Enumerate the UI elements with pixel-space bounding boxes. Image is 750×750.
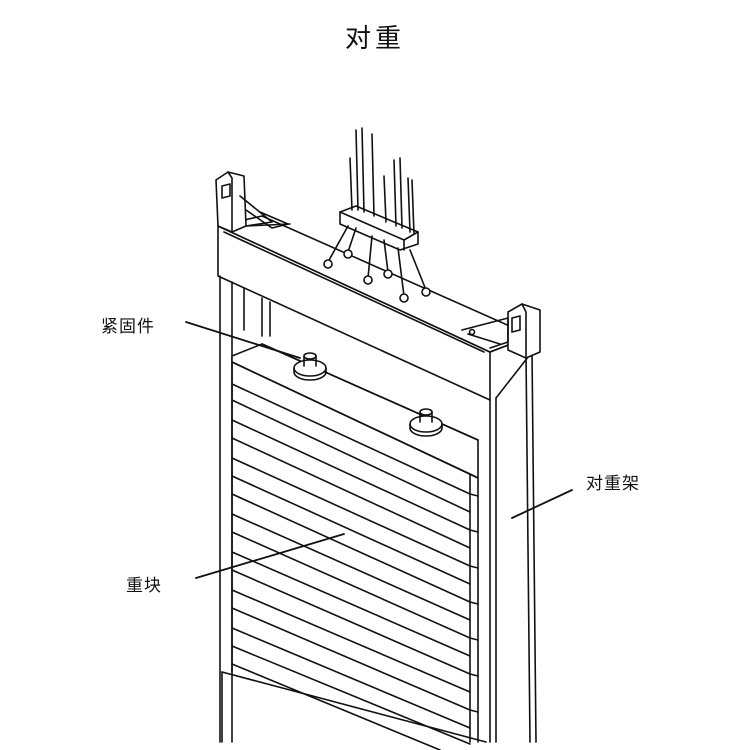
counterweight-frame — [217, 215, 537, 743]
left-top-bracket — [215, 171, 291, 233]
frame-label: 对重架 — [586, 474, 640, 494]
fastener-label: 紧固件 — [101, 317, 155, 337]
right-top-bracket — [461, 303, 541, 359]
weight-block-label: 重块 — [126, 576, 162, 596]
weight-blocks — [231, 343, 479, 750]
rope-hitch — [323, 127, 431, 303]
diagram-title: 对重 — [344, 24, 405, 54]
fastener-nuts — [293, 352, 443, 437]
frame-leader-line — [511, 489, 573, 519]
fastener-leader-line — [185, 321, 301, 359]
block-leader-line — [195, 533, 345, 579]
